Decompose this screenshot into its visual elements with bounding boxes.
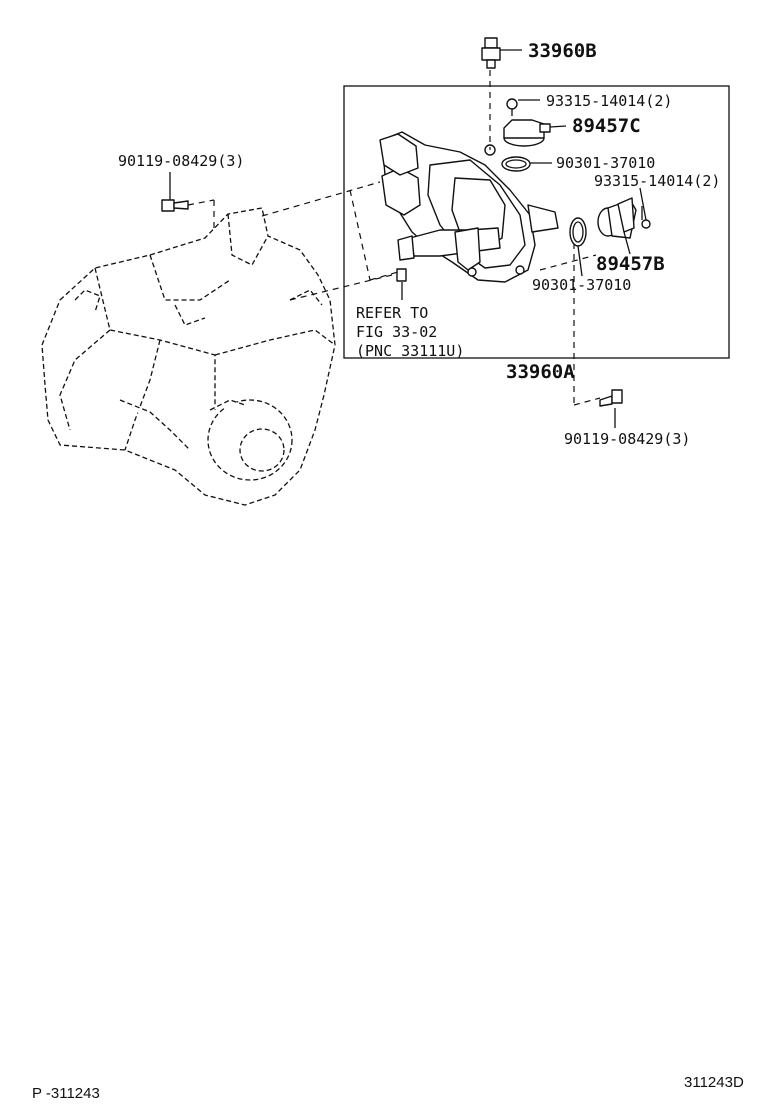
- subassembly-frame: [343, 85, 730, 359]
- label-90301-top: 90301-37010: [556, 154, 655, 172]
- bolt-90119-left: [161, 199, 189, 212]
- leader-lines: [169, 49, 647, 428]
- footer-page-ref: P -311243: [32, 1085, 100, 1102]
- sensor-89457c: [503, 119, 551, 147]
- label-refer-line1: REFER TO: [356, 304, 428, 322]
- label-89457b: 89457B: [596, 253, 665, 275]
- sensor-89457b: [597, 197, 637, 239]
- alignment-lines: [187, 70, 601, 406]
- label-90301-bottom: 90301-37010: [532, 276, 631, 294]
- bolt-90119-bottom: [599, 389, 623, 407]
- label-33960a: 33960A: [506, 361, 575, 383]
- label-90119-bottom: 90119-08429(3): [564, 430, 690, 448]
- label-refer-line3: (PNC 33111U): [356, 342, 464, 360]
- label-33960b: 33960B: [528, 40, 597, 62]
- shift-housing-drawing: [379, 131, 559, 283]
- plug-33960b: [481, 37, 501, 69]
- label-93315-top: 93315-14014(2): [546, 92, 672, 110]
- label-90119-left: 90119-08429(3): [118, 152, 244, 170]
- transmission-case-drawing: [41, 207, 336, 506]
- footer-figure-id: 311243D: [684, 1074, 744, 1091]
- label-refer-line2: FIG 33-02: [356, 323, 437, 341]
- label-93315-right: 93315-14014(2): [594, 172, 720, 190]
- bolt-93315-top: [506, 98, 518, 116]
- label-89457c: 89457C: [572, 115, 641, 137]
- pin-refer: [396, 268, 407, 282]
